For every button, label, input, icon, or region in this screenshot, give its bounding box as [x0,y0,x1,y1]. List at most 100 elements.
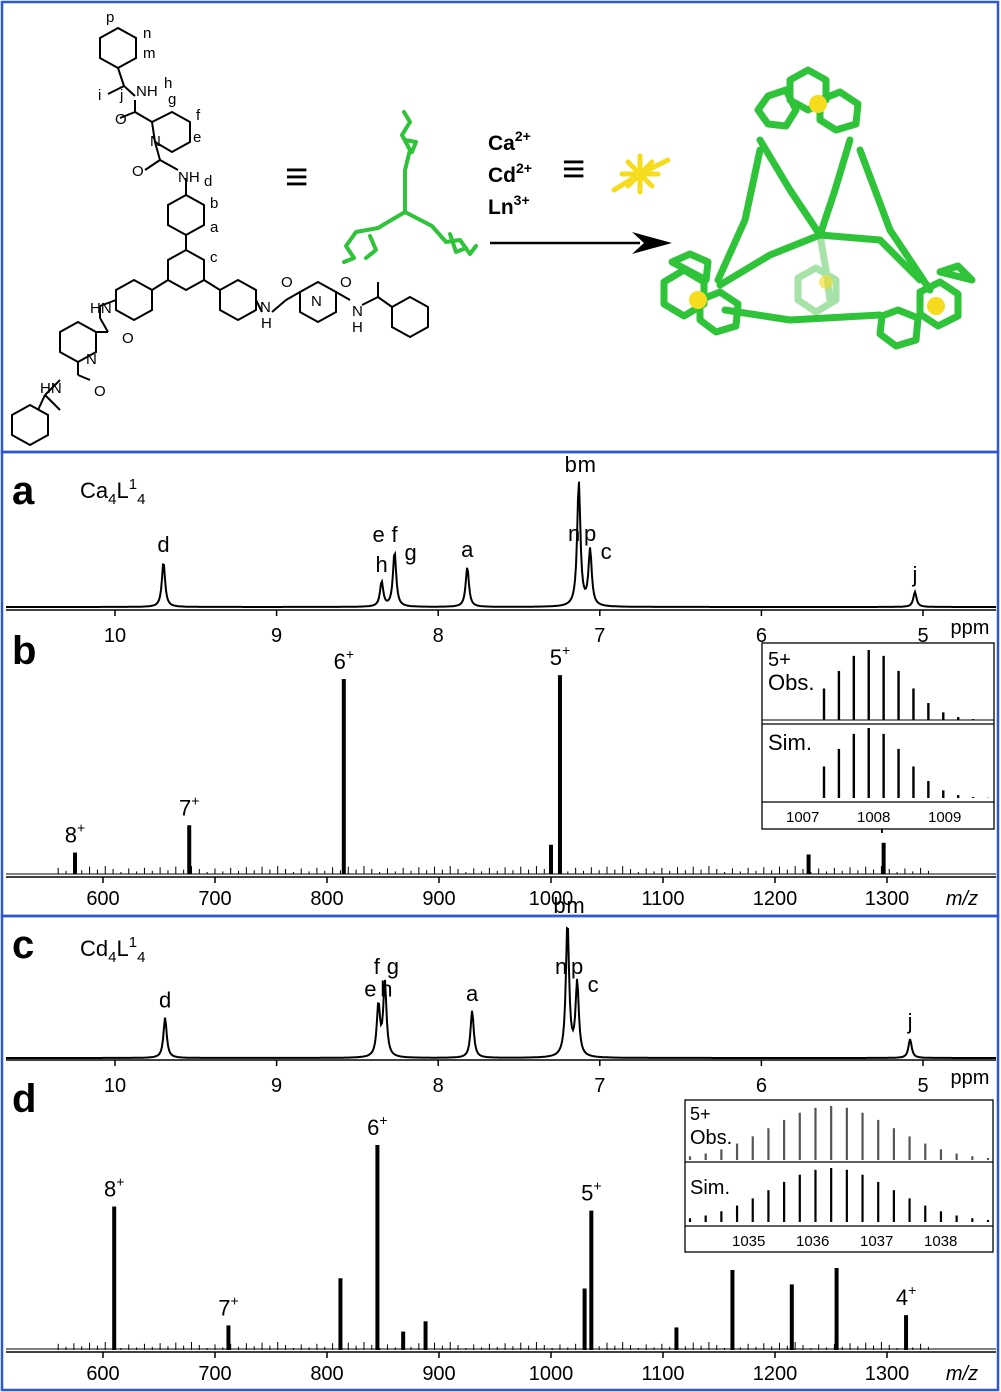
nmr-peak-label: a [466,981,479,1006]
metal-ion-cartoon [611,153,671,195]
bond [203,279,221,291]
inset-b-isotope-peaks [762,650,994,798]
nmr-tick-label: 8 [433,1075,444,1097]
label-atom-g: g [168,91,176,108]
ms-peak [789,1284,794,1350]
frame-scheme [0,0,1000,454]
compound-label-a: Ca4L14 [80,476,145,508]
ms-axis-unit: m/z [946,1363,978,1385]
ms-tick-label: 600 [86,888,119,910]
label-n-upper-pyridine: N [150,133,161,150]
ms-tick-label: 1200 [753,1363,798,1385]
inset-b-sim-label: Sim. [768,730,812,755]
nmr-peak-label: a [461,537,474,562]
bond [285,291,301,301]
nmr-peak-label: m [578,452,596,477]
top-phenyl-ring [99,26,137,70]
ion-labels: Ca2+ Cd2+ Ln3+ [488,128,532,219]
inset-d-sim-label: Sim. [690,1177,730,1199]
nmr-tick-label: 6 [756,1075,767,1097]
nmr-peak-label: p [584,521,596,546]
nmr-tick-label: 9 [271,1075,282,1097]
ms-tick-label: 1100 [641,888,684,910]
inset-d-charge: 5+ [690,1104,711,1124]
label-nh-top: NH [136,83,158,100]
ms-peak [806,854,811,874]
ms-peak [730,1270,735,1350]
ms-tick-label: 1000 [529,888,574,910]
nmr-peak-label: n [568,521,580,546]
label-o-mid: O [132,163,144,180]
ms-tick-label: 700 [198,1363,231,1385]
inset-b-obs-label: Obs. [768,670,814,695]
ms-peak [589,1210,594,1350]
bond [151,279,169,291]
bond [271,299,287,313]
label-n-right-pyridine: N [311,293,322,310]
nmr-spectrum-trace [6,926,996,1059]
ion-cd: Cd2+ [488,160,532,187]
nmr-peak-label: b [565,452,577,477]
panel-letter-a: a [12,469,35,513]
ms-peak [226,1325,231,1350]
ms-peak [549,844,553,874]
label-h-right2: H [352,319,363,336]
label-h-right1: H [261,315,272,332]
bond [44,379,61,396]
ion-ln: Ln3+ [488,192,530,219]
inset-b-tick-1007: 1007 [786,809,819,826]
central-benzene-ring [167,248,205,292]
ms-peak-charge-label: 5+ [581,1178,601,1206]
ms-tick-label: 1300 [865,1363,910,1385]
label-atom-p: p [106,9,114,26]
nmr-peak-label: e [364,977,376,1002]
label-atom-c: c [210,249,218,266]
bond [37,394,46,411]
bond [134,111,153,123]
label-atom-m: m [143,45,156,62]
nmr-peak-label: c [601,539,612,564]
nmr-peak-label: b [553,893,565,918]
right-phenyl-ring [219,278,257,322]
nmr-peak-label: g [387,954,399,979]
left-pyridine-ring [59,320,97,364]
label-hn-left: HN [90,300,112,317]
inset-d-obs-label: Obs. [690,1127,732,1149]
bond [335,291,351,301]
ms-tick-label: 800 [310,888,343,910]
nmr-tick-label: 6 [756,625,767,647]
left-phenyl-ring [115,278,153,322]
bond [361,296,379,306]
ms-tick-label: 1200 [753,888,798,910]
inset-d-tick-1037: 1037 [860,1233,893,1250]
ms-peak [341,679,346,874]
nmr-tick-label: 10 [104,625,126,647]
nmr-tick-label: 7 [594,1075,605,1097]
nmr-peak-label: e [372,522,384,547]
inset-b-charge: 5+ [768,649,791,671]
ms-peak-charge-label: 6+ [367,1112,387,1140]
ms-tick-label: 1100 [641,1363,684,1385]
ligand-atom-labels: p n m i j NH h g f e O N O NH d b a c HN… [40,9,363,400]
nmr-axis-unit: ppm [951,617,990,639]
nmr-spectrum-trace [6,481,996,608]
ms-peak [423,1321,428,1350]
label-atom-a: a [210,219,219,236]
cage-back-struts [794,231,840,316]
nmr-peak-label: h [376,552,388,577]
right-terminal-phenyl-ring [391,295,429,339]
ms-peak-charge-label: 4+ [896,1282,916,1310]
ms-tick-label: 1300 [865,888,910,910]
label-o-right1: O [281,274,293,291]
nmr-peak-label: d [157,532,169,557]
label-atom-b: b [210,195,218,212]
inset-d-tick-1038: 1038 [924,1233,957,1250]
tripod-detail-left [364,234,378,260]
nmr-peak-label: f [392,522,399,547]
label-n-left-pyridine: N [86,351,97,368]
ms-peak [582,1288,587,1350]
ms-tick-label: 900 [422,888,455,910]
